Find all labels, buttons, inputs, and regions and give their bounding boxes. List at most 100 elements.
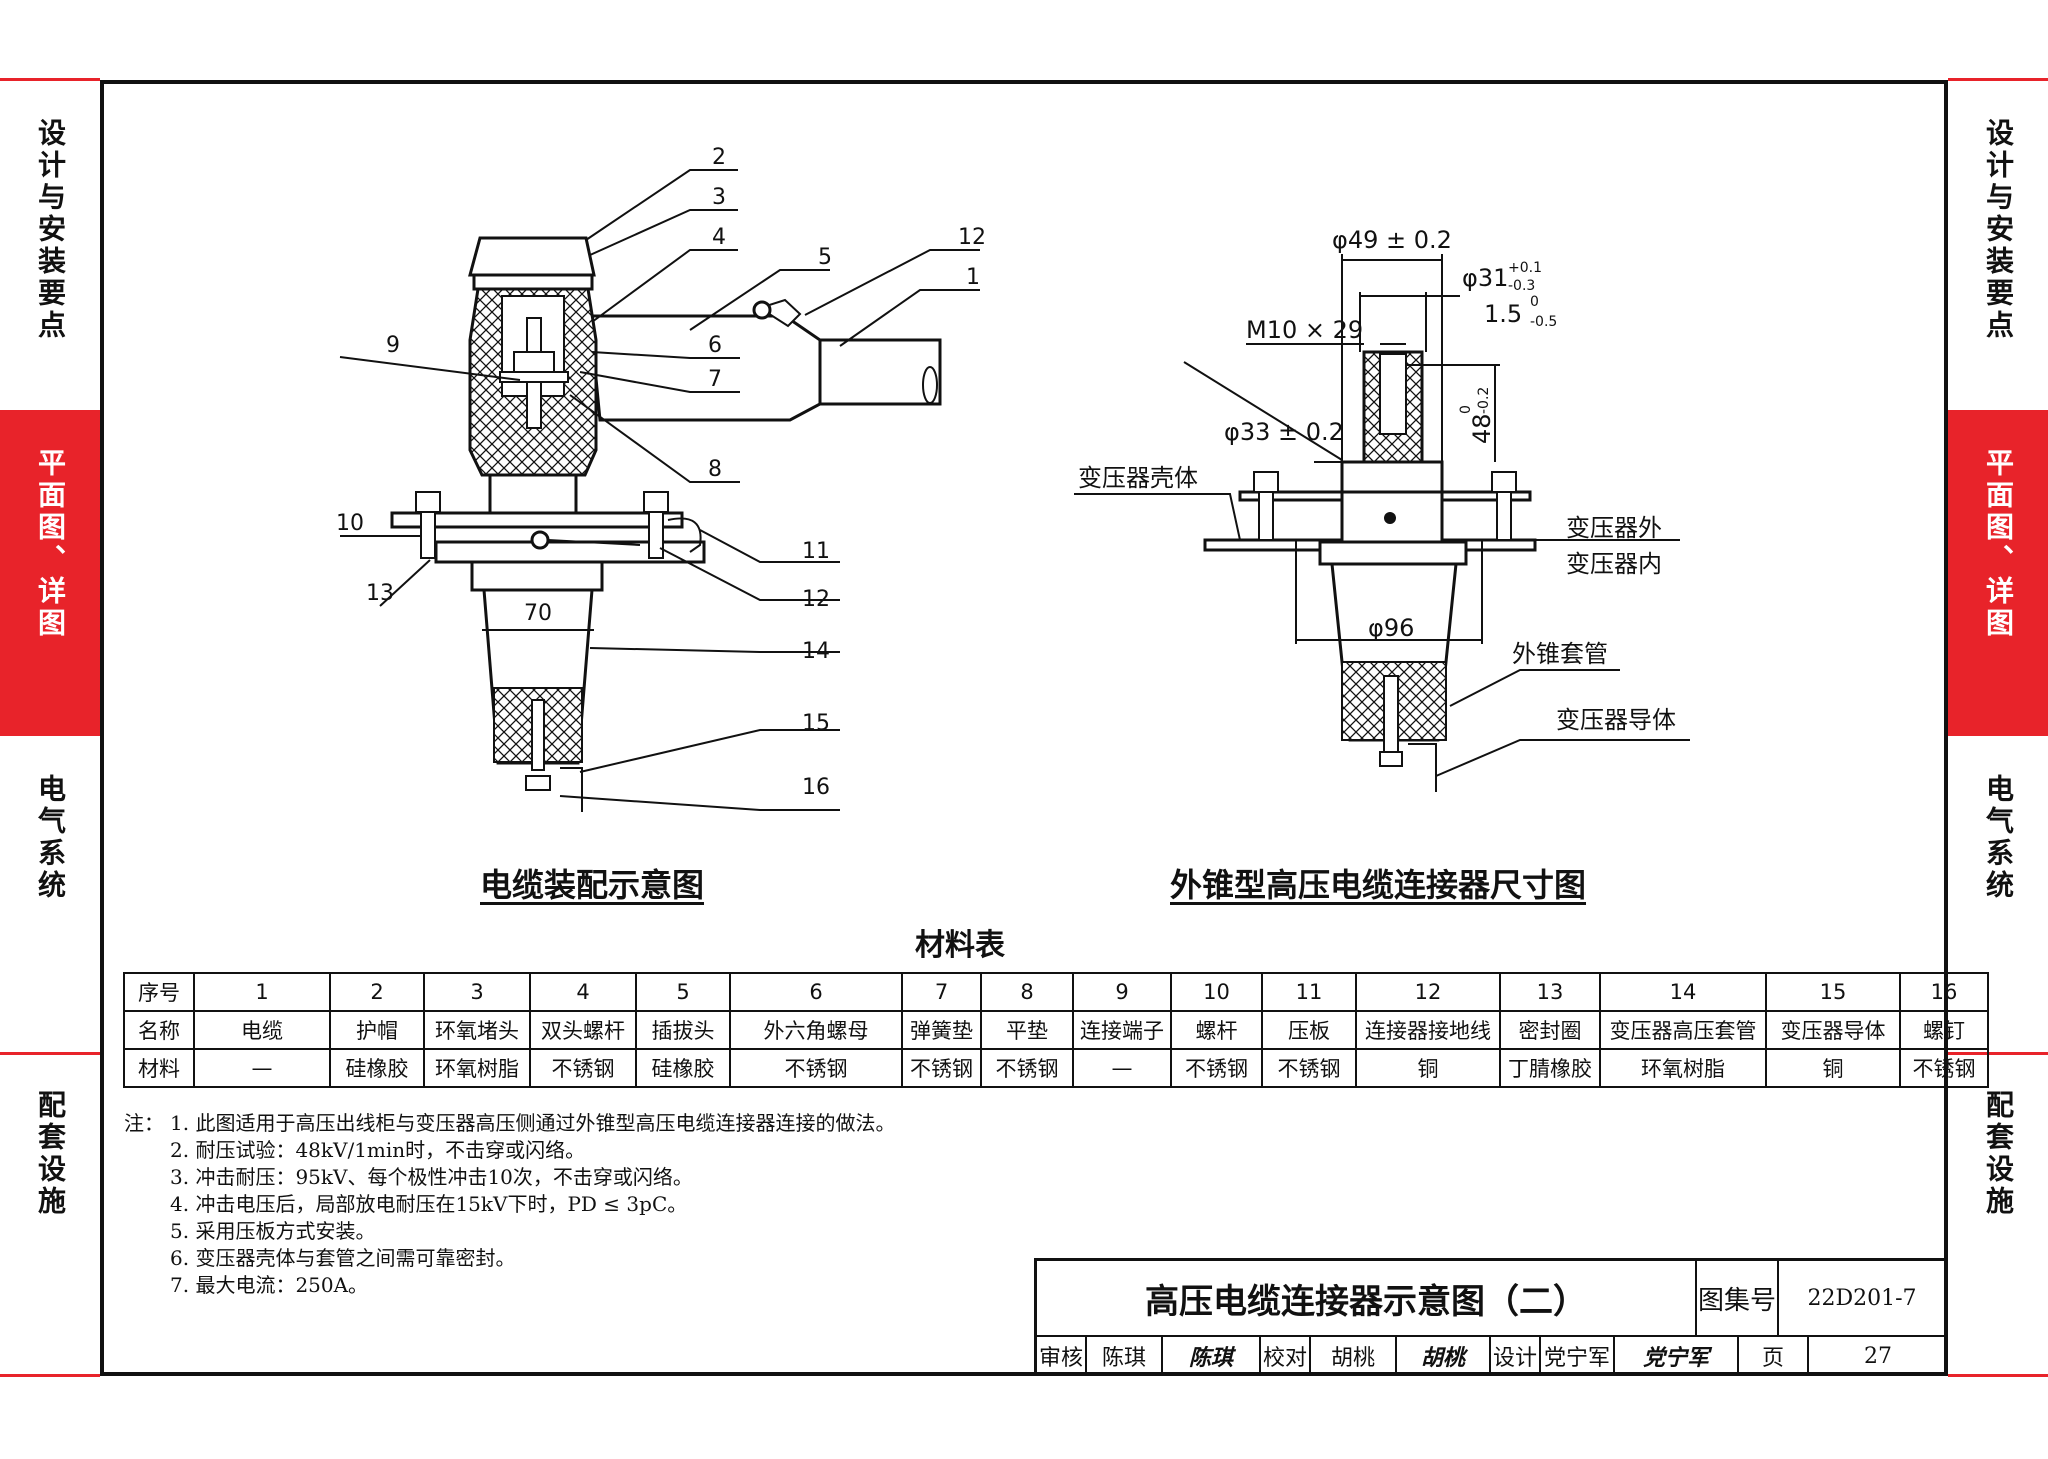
protective-cap <box>468 236 596 277</box>
table-cell: 压板 <box>1261 1010 1357 1050</box>
table-cell: 螺杆 <box>1170 1010 1263 1050</box>
atlas-number: 22D201-7 <box>1779 1261 1947 1337</box>
caption-right: 外锥型高压电缆连接器尺寸图 <box>1170 866 1587 904</box>
callout: 10 <box>336 511 364 536</box>
dim-t15-sub: -0.5 <box>1530 314 1557 330</box>
cable-body <box>818 338 942 406</box>
table-cell: 8 <box>980 972 1074 1012</box>
table-cell: 13 <box>1499 972 1601 1012</box>
callout: 8 <box>708 457 722 482</box>
table-cell: 电缆 <box>193 1010 331 1050</box>
callout: 3 <box>712 185 726 210</box>
table-cell: 插拔头 <box>635 1010 731 1050</box>
side-divider <box>1948 1052 2048 1055</box>
side-tab-label: 配套设施 <box>1982 1090 2015 1218</box>
table-cell: 4 <box>529 972 637 1012</box>
label-inside: 变压器内 <box>1566 550 1662 578</box>
note-item: 6. 变压器壳体与套管之间需可靠密封。 <box>170 1246 516 1270</box>
plug-head <box>588 314 822 422</box>
side-tab-plans[interactable]: 平面图、详图 <box>1948 410 2048 736</box>
side-tab-plans[interactable]: 平面图、详图 <box>0 410 100 736</box>
table-cell: 丁腈橡胶 <box>1499 1048 1601 1088</box>
note-item: 3. 冲击耐压：95kV、每个极性冲击10次，不击穿或闪络。 <box>170 1165 693 1189</box>
callout: 11 <box>802 539 830 564</box>
table-cell: 6 <box>729 972 903 1012</box>
table-cell: 1 <box>193 972 331 1012</box>
check-name: 胡桃 <box>1311 1337 1397 1375</box>
side-tab-electrical[interactable]: 电气系统 <box>0 736 100 1052</box>
note-item: 5. 采用压板方式安装。 <box>170 1219 376 1243</box>
callout: 12 <box>802 587 830 612</box>
caption-left: 电缆装配示意图 <box>480 866 705 904</box>
cable-assembly-figure <box>390 236 942 812</box>
callout: 12 <box>958 225 986 250</box>
side-divider <box>0 78 100 81</box>
side-tab-label: 配套设施 <box>34 1090 67 1218</box>
note-item: 7. 最大电流：250A。 <box>170 1273 369 1297</box>
dimension-labels-right: φ49 ± 0.2 φ31 +0.1 -0.3 1.5 0 -0.5 M10 ×… <box>1224 226 1557 642</box>
side-tab-design[interactable]: 设计与安装要点 <box>1948 80 2048 410</box>
side-divider <box>0 1052 100 1055</box>
side-tab-electrical[interactable]: 电气系统 <box>1948 736 2048 1052</box>
hex-nut <box>513 351 555 373</box>
design-name: 党宁军 <box>1541 1337 1615 1375</box>
dim-d33: φ33 ± 0.2 <box>1224 418 1344 446</box>
component-labels-right: 变压器壳体 变压器外 变压器内 外锥套管 变压器导体 <box>1078 464 1676 734</box>
side-tab-facilities[interactable]: 配套设施 <box>1948 1052 2048 1376</box>
callout: 4 <box>712 225 726 250</box>
dim-h48-sub: -0.2 <box>1476 387 1492 414</box>
table-cell: 9 <box>1072 972 1172 1012</box>
dim-m10: M10 × 29 <box>1246 316 1363 344</box>
dim-d31-sub: -0.3 <box>1508 278 1535 294</box>
notes: 注：1. 此图适用于高压出线柜与变压器高压侧通过外锥型高压电缆连接器连接的做法。… <box>124 1110 895 1299</box>
table-cell: 不锈钢 <box>729 1048 903 1088</box>
table-cell: 变压器高压套管 <box>1599 1010 1767 1050</box>
dimension-label: 70 <box>524 601 552 626</box>
side-tab-facilities[interactable]: 配套设施 <box>0 1052 100 1376</box>
side-tab-label: 平面图、详图 <box>34 448 67 640</box>
table-cell: 双头螺杆 <box>529 1010 637 1050</box>
table-cell: 5 <box>635 972 731 1012</box>
side-tab-label: 设计与安装要点 <box>34 118 67 342</box>
table-cell: 环氧堵头 <box>423 1010 531 1050</box>
dim-d96: φ96 <box>1368 614 1414 642</box>
callout: 15 <box>802 711 830 736</box>
table-row: 材料—硅橡胶环氧树脂不锈钢硅橡胶不锈钢不锈钢不锈钢—不锈钢不锈钢铜丁腈橡胶环氧树… <box>123 1048 1989 1088</box>
leader-lines-right <box>1074 343 1690 777</box>
table-cell: 变压器导体 <box>1765 1010 1901 1050</box>
notes-label: 注： <box>124 1111 164 1135</box>
drawing-title: 高压电缆连接器示意图（二） <box>1037 1261 1697 1337</box>
table-cell: 铜 <box>1355 1048 1501 1088</box>
table-cell: 2 <box>329 972 425 1012</box>
side-tab-label: 平面图、详图 <box>1982 448 2015 640</box>
table-cell: 密封圈 <box>1499 1010 1601 1050</box>
table-cell: — <box>193 1048 331 1088</box>
table-cell: 弹簧垫 <box>901 1010 982 1050</box>
callout: 9 <box>386 333 400 358</box>
side-divider <box>1948 78 2048 81</box>
title-block: 高压电缆连接器示意图（二） 图集号 22D201-7 审核 陈琪 陈琪 校对 胡… <box>1034 1258 1947 1375</box>
table-cell: 护帽 <box>329 1010 425 1050</box>
table-cell: 不锈钢 <box>1170 1048 1263 1088</box>
label-bushing: 外锥套管 <box>1512 640 1608 668</box>
callout: 6 <box>708 333 722 358</box>
table-cell: 硅橡胶 <box>329 1048 425 1088</box>
table-cell: 平垫 <box>980 1010 1074 1050</box>
dim-d49: φ49 ± 0.2 <box>1332 226 1452 254</box>
row-head: 序号 <box>123 972 195 1012</box>
side-tab-design[interactable]: 设计与安装要点 <box>0 80 100 410</box>
dim-d31: φ31 <box>1462 264 1508 292</box>
callout: 5 <box>818 245 832 270</box>
check-signature: 胡桃 <box>1397 1337 1491 1375</box>
table-cell: 不锈钢 <box>1899 1048 1989 1088</box>
label-outside: 变压器外 <box>1566 514 1662 542</box>
side-tab-label: 设计与安装要点 <box>1982 118 2015 342</box>
table-cell: — <box>1072 1048 1172 1088</box>
callout: 7 <box>708 367 722 392</box>
table-cell: 连接器接地线 <box>1355 1010 1501 1050</box>
table-cell: 连接端子 <box>1072 1010 1172 1050</box>
review-name: 陈琪 <box>1087 1337 1163 1375</box>
review-signature: 陈琪 <box>1163 1337 1261 1375</box>
